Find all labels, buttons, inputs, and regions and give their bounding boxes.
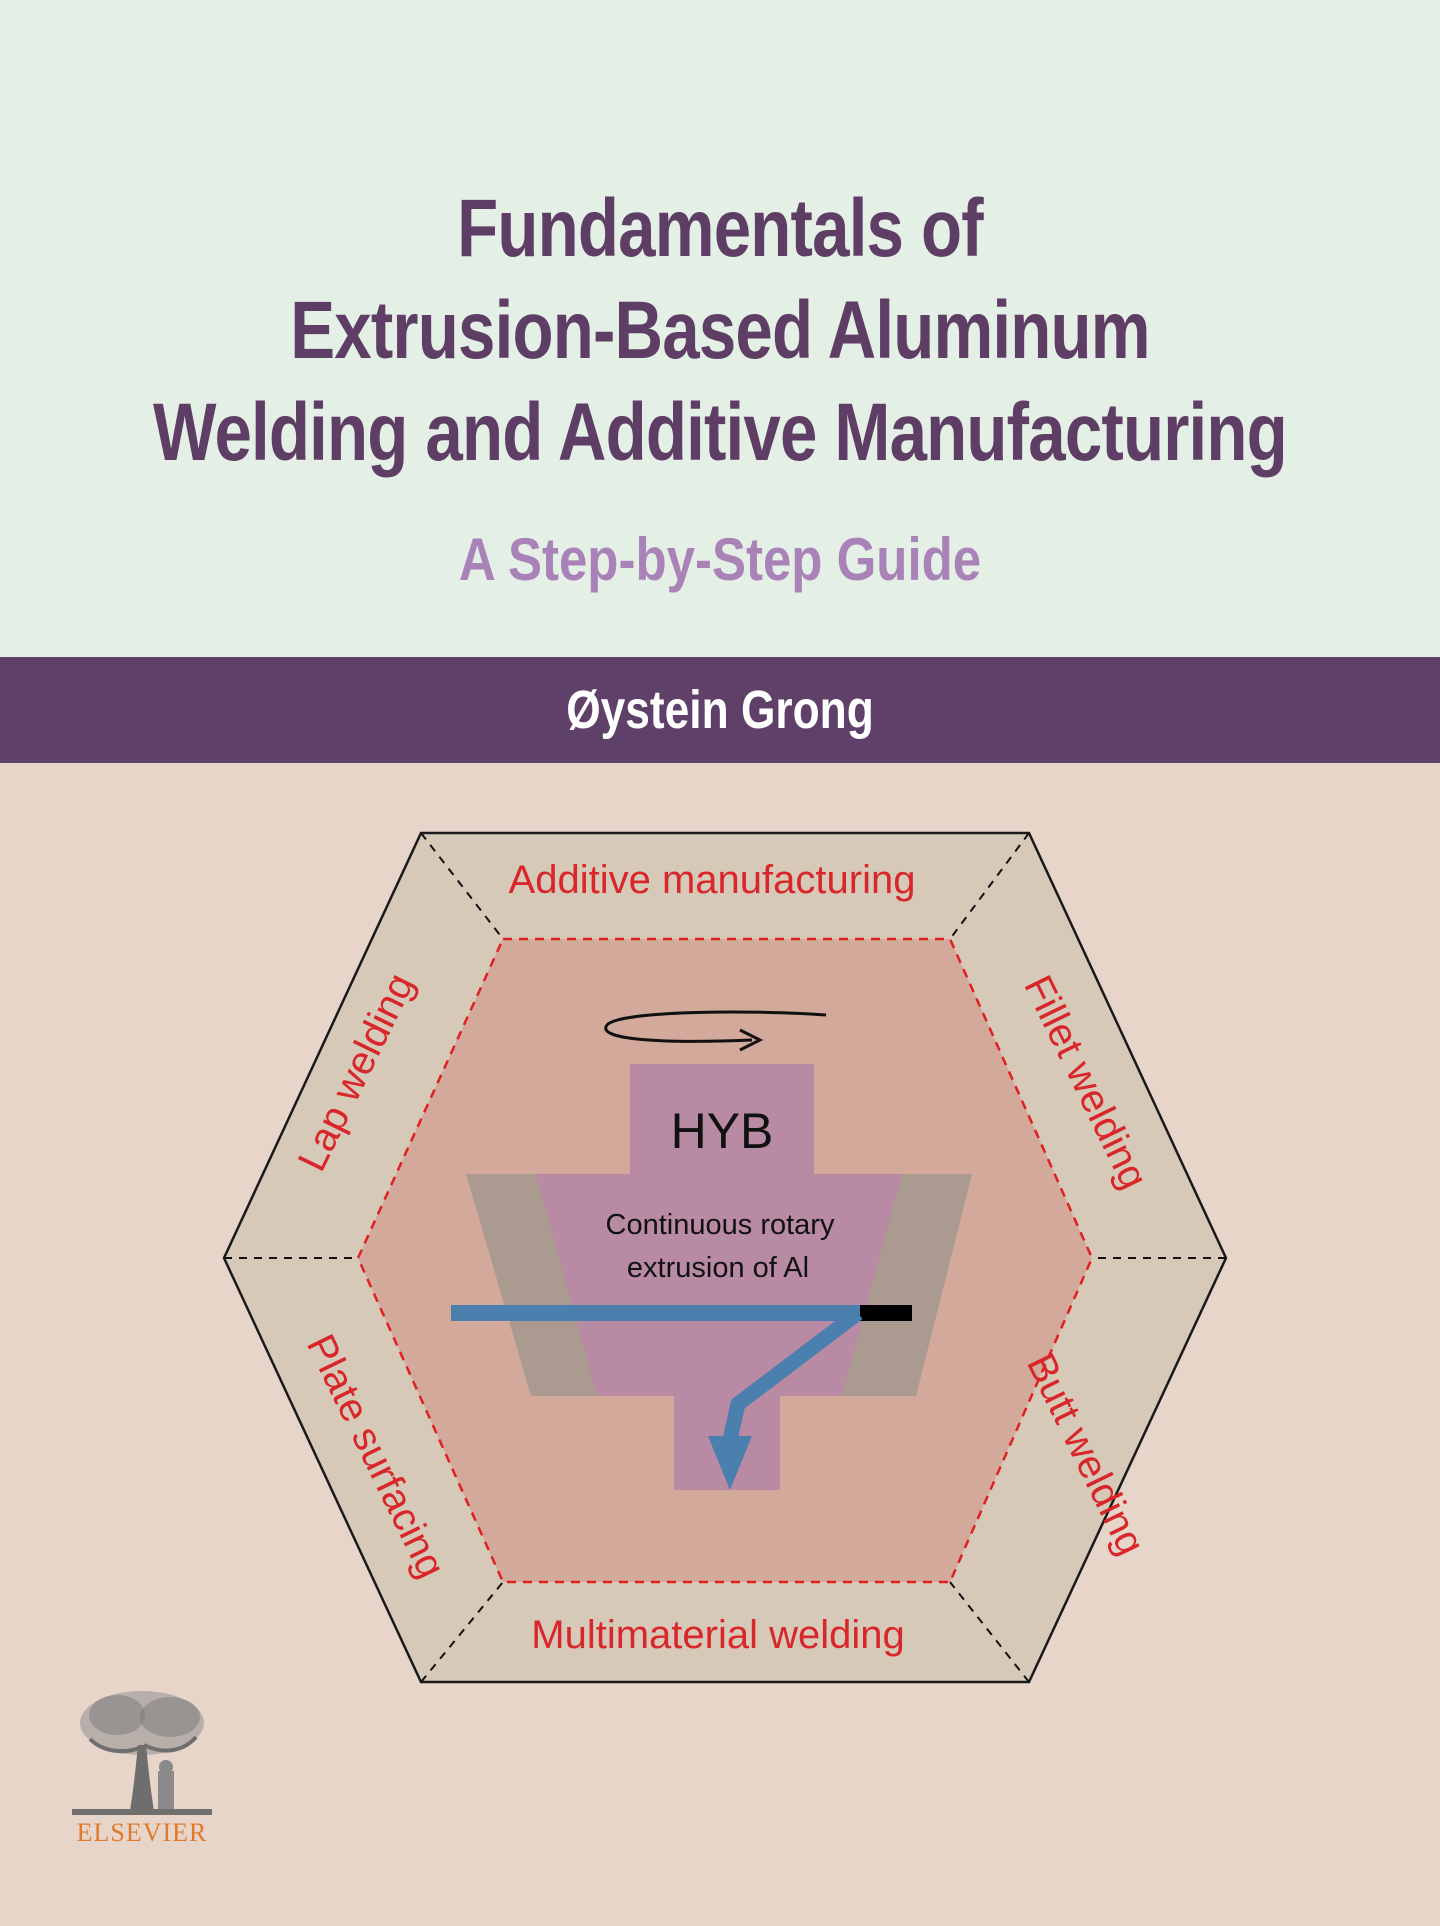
hyb-machine: HYB Continuous rotary extrusion of Al <box>466 1064 972 1490</box>
top-panel <box>0 0 1440 657</box>
hyb-spindle <box>630 1064 814 1176</box>
book-title: Fundamentals of Extrusion-Based Aluminum… <box>130 178 1311 484</box>
flow-arrow-icon <box>451 1305 912 1490</box>
rotation-arrow-icon <box>604 1010 827 1052</box>
core-desc-line-1: Continuous rotary <box>606 1209 835 1241</box>
right-cone-wall <box>838 1174 972 1396</box>
hyb-extruder-body <box>536 1174 902 1396</box>
book-subtitle: A Step-by-Step Guide <box>458 526 982 593</box>
publisher-name: ELSEVIER <box>76 1818 208 1847</box>
core-desc-line-2: extrusion of Al <box>627 1252 809 1284</box>
title-line-2: Extrusion-Based Aluminum <box>290 285 1150 376</box>
author-band: Øystein Grong <box>0 657 1440 763</box>
hexagon-spokes <box>224 832 1226 1683</box>
left-cone-wall <box>466 1174 613 1396</box>
label-additive-manufacturing: Additive manufacturing <box>509 858 916 902</box>
hyb-label: HYB <box>671 1103 774 1159</box>
title-line-1: Fundamentals of <box>457 183 983 274</box>
author-name: Øystein Grong <box>566 680 874 740</box>
label-multimaterial-welding: Multimaterial welding <box>531 1613 904 1657</box>
title-line-3: Welding and Additive Manufacturing <box>153 387 1288 478</box>
elsevier-tree-logo-icon <box>72 1691 212 1815</box>
